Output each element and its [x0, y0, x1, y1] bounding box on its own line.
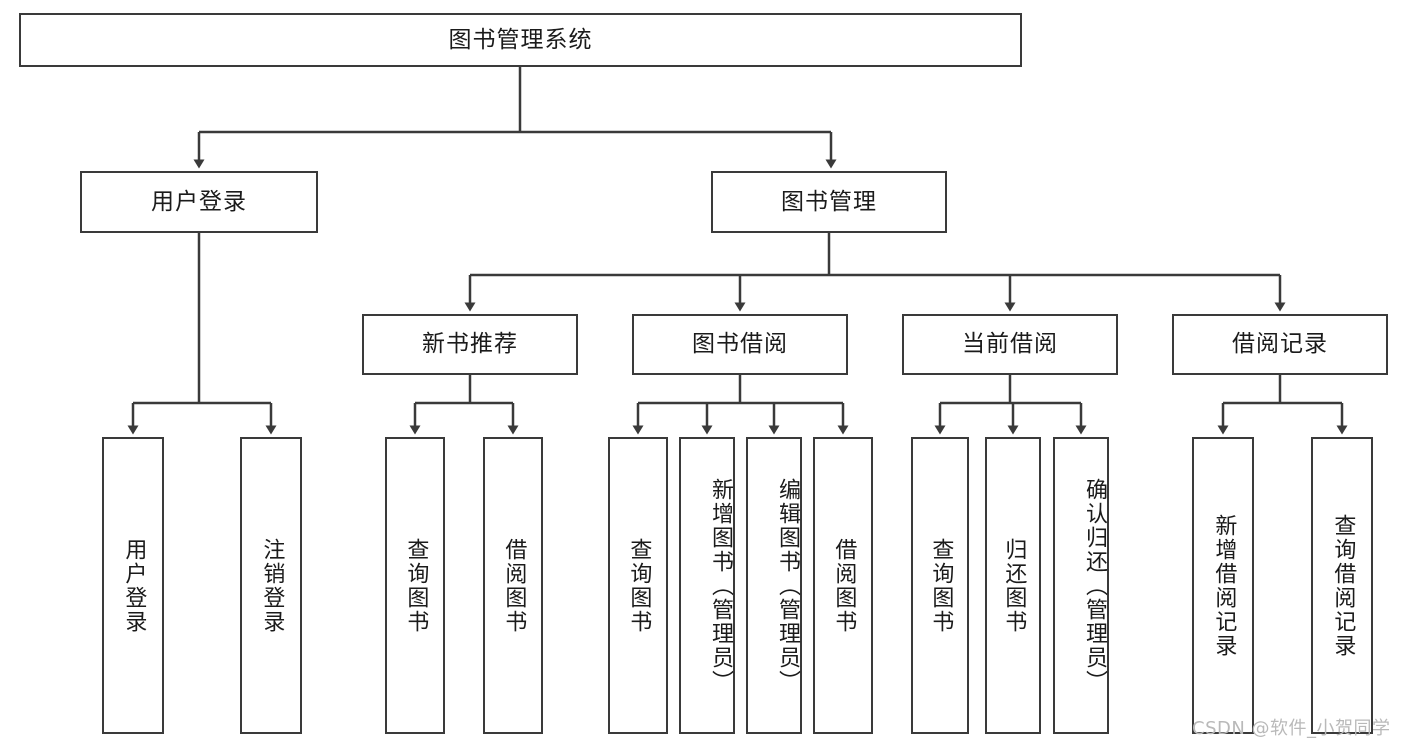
node-user-login[interactable]: 用户登录 — [80, 171, 318, 233]
leaf-user-login[interactable]: 用户登录 — [102, 437, 164, 734]
leaf-query-book-borrow[interactable]: 查询图书 — [608, 437, 668, 734]
node-book-management[interactable]: 图书管理 — [711, 171, 947, 233]
leaf-query-book-current[interactable]: 查询图书 — [911, 437, 969, 734]
leaf-query-borrow-record[interactable]: 查询借阅记录 — [1311, 437, 1373, 734]
node-borrow-record[interactable]: 借阅记录 — [1172, 314, 1388, 375]
leaf-logout[interactable]: 注销登录 — [240, 437, 302, 734]
node-root[interactable]: 图书管理系统 — [19, 13, 1022, 67]
leaf-borrow-book[interactable]: 借阅图书 — [813, 437, 873, 734]
node-book-borrow[interactable]: 图书借阅 — [632, 314, 848, 375]
leaf-return-book[interactable]: 归还图书 — [985, 437, 1041, 734]
leaf-borrow-book-recommend[interactable]: 借阅图书 — [483, 437, 543, 734]
node-current-borrow[interactable]: 当前借阅 — [902, 314, 1118, 375]
leaf-query-book-recommend[interactable]: 查询图书 — [385, 437, 445, 734]
leaf-edit-book-admin[interactable]: 编辑图书（管理员） — [746, 437, 802, 734]
leaf-add-book-admin[interactable]: 新增图书（管理员） — [679, 437, 735, 734]
csdn-watermark: CSDN @软件_小贺同学 — [1192, 718, 1391, 739]
node-new-book-recommend[interactable]: 新书推荐 — [362, 314, 578, 375]
leaf-add-borrow-record[interactable]: 新增借阅记录 — [1192, 437, 1254, 734]
leaf-confirm-return-admin[interactable]: 确认归还（管理员） — [1053, 437, 1109, 734]
